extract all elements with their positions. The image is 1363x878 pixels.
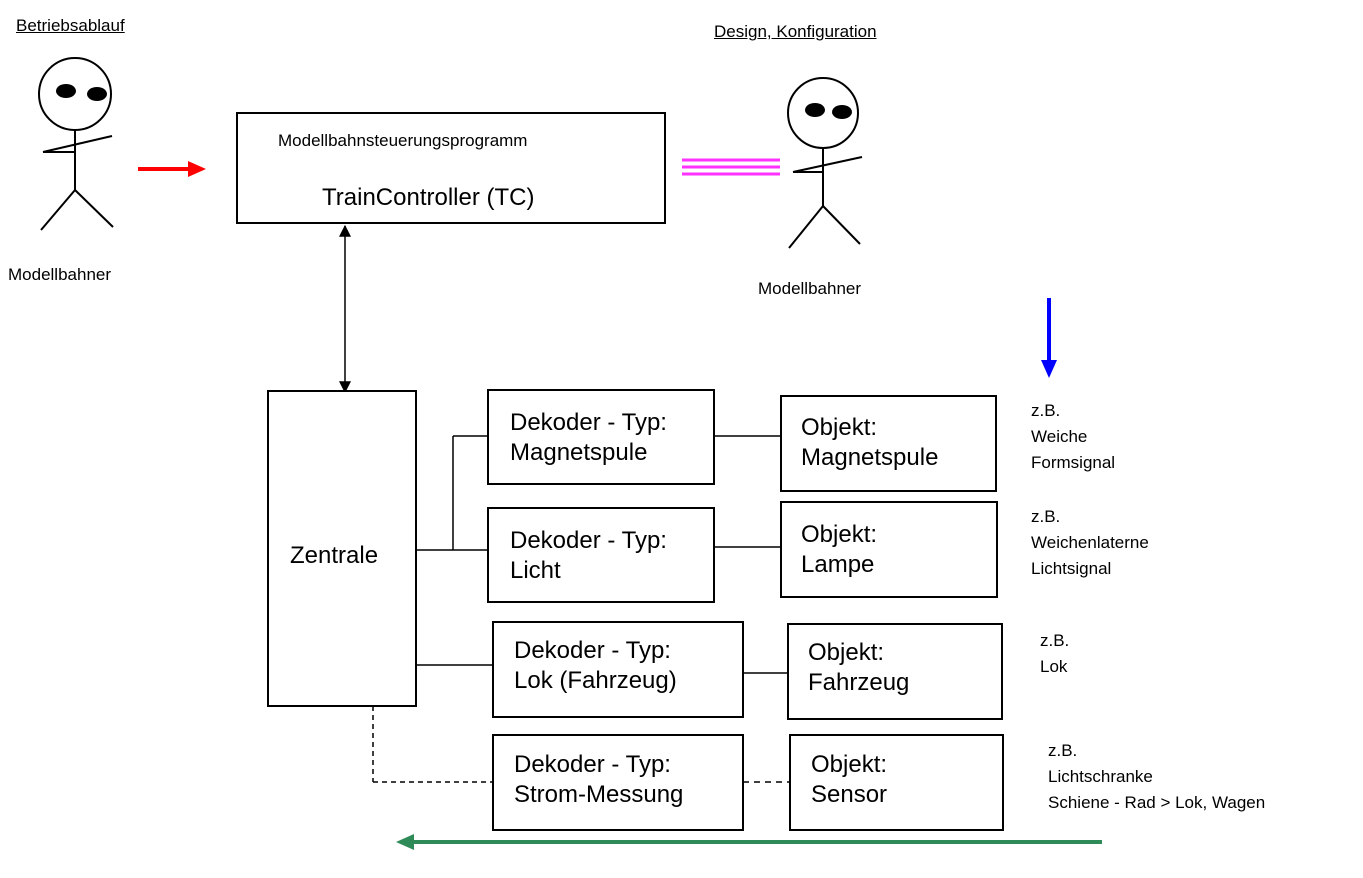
decoder-type-label: Dekoder - Typ:: [514, 751, 671, 778]
object-box-lampe: Objekt: Lampe: [780, 501, 998, 598]
object-label: Objekt:: [808, 639, 885, 666]
decoder-box-licht: Dekoder - Typ: Licht: [487, 507, 715, 603]
object-box-fahrzeug: Objekt: Fahrzeug: [787, 623, 1003, 720]
stick-figure-left: [38, 57, 114, 231]
decoder-type-label: Dekoder - Typ:: [514, 637, 671, 664]
magenta-link: [682, 158, 780, 176]
decoder-box-strom-messung: Dekoder - Typ: Strom-Messung: [492, 734, 744, 831]
zentrale-decoder-connectors: [416, 435, 492, 666]
decoder-type-value: Strom-Messung: [514, 781, 684, 808]
object-label: Objekt:: [811, 751, 888, 778]
example-text-2: z.B. Weichenlaterne Lichtsignal: [1031, 507, 1149, 578]
object-box-magnetspule: Objekt: Magnetspule: [780, 395, 997, 492]
object-value: Magnetspule: [801, 444, 939, 471]
example-text-3: z.B. Lok: [1040, 631, 1070, 676]
object-value: Lampe: [801, 551, 875, 578]
program-title: Modellbahnsteuerungsprogramm: [278, 131, 528, 150]
actor-label-right: Modellbahner: [758, 279, 862, 298]
stick-figure-right: [787, 77, 863, 249]
decoder-box-lok: Dekoder - Typ: Lok (Fahrzeug): [492, 621, 744, 718]
decoder-type-value: Magnetspule: [510, 439, 648, 466]
decoder-type-value: Licht: [510, 557, 561, 584]
object-label: Objekt:: [801, 521, 878, 548]
decoder-type-value: Lok (Fahrzeug): [514, 667, 677, 694]
red-arrow: [138, 161, 206, 177]
object-value: Sensor: [811, 781, 888, 808]
actor-label-left: Modellbahner: [8, 265, 112, 284]
example-text-1: z.B. Weiche Formsignal: [1031, 401, 1116, 472]
zentrale-box: Zentrale: [267, 390, 417, 707]
program-box: Modellbahnsteuerungsprogramm TrainContro…: [236, 112, 666, 224]
heading-betriebsablauf: Betriebsablauf: [16, 16, 125, 35]
decoder-object-connectors: [714, 435, 788, 674]
blue-arrow: [1041, 298, 1057, 378]
object-value: Fahrzeug: [808, 669, 910, 696]
zentrale-label: Zentrale: [290, 542, 379, 569]
green-arrow: [396, 834, 1102, 850]
heading-design-konfiguration: Design, Konfiguration: [714, 22, 877, 41]
zentrale-sensor-connector: [372, 706, 492, 783]
decoder-type-label: Dekoder - Typ:: [510, 527, 667, 554]
decoder-type-label: Dekoder - Typ:: [510, 409, 667, 436]
object-label: Objekt:: [801, 414, 878, 441]
decoder-box-magnetspule: Dekoder - Typ: Magnetspule: [487, 389, 715, 485]
object-box-sensor: Objekt: Sensor: [789, 734, 1004, 831]
program-name: TrainController (TC): [322, 184, 535, 211]
example-text-4: z.B. Lichtschranke Schiene - Rad > Lok, …: [1048, 741, 1266, 812]
